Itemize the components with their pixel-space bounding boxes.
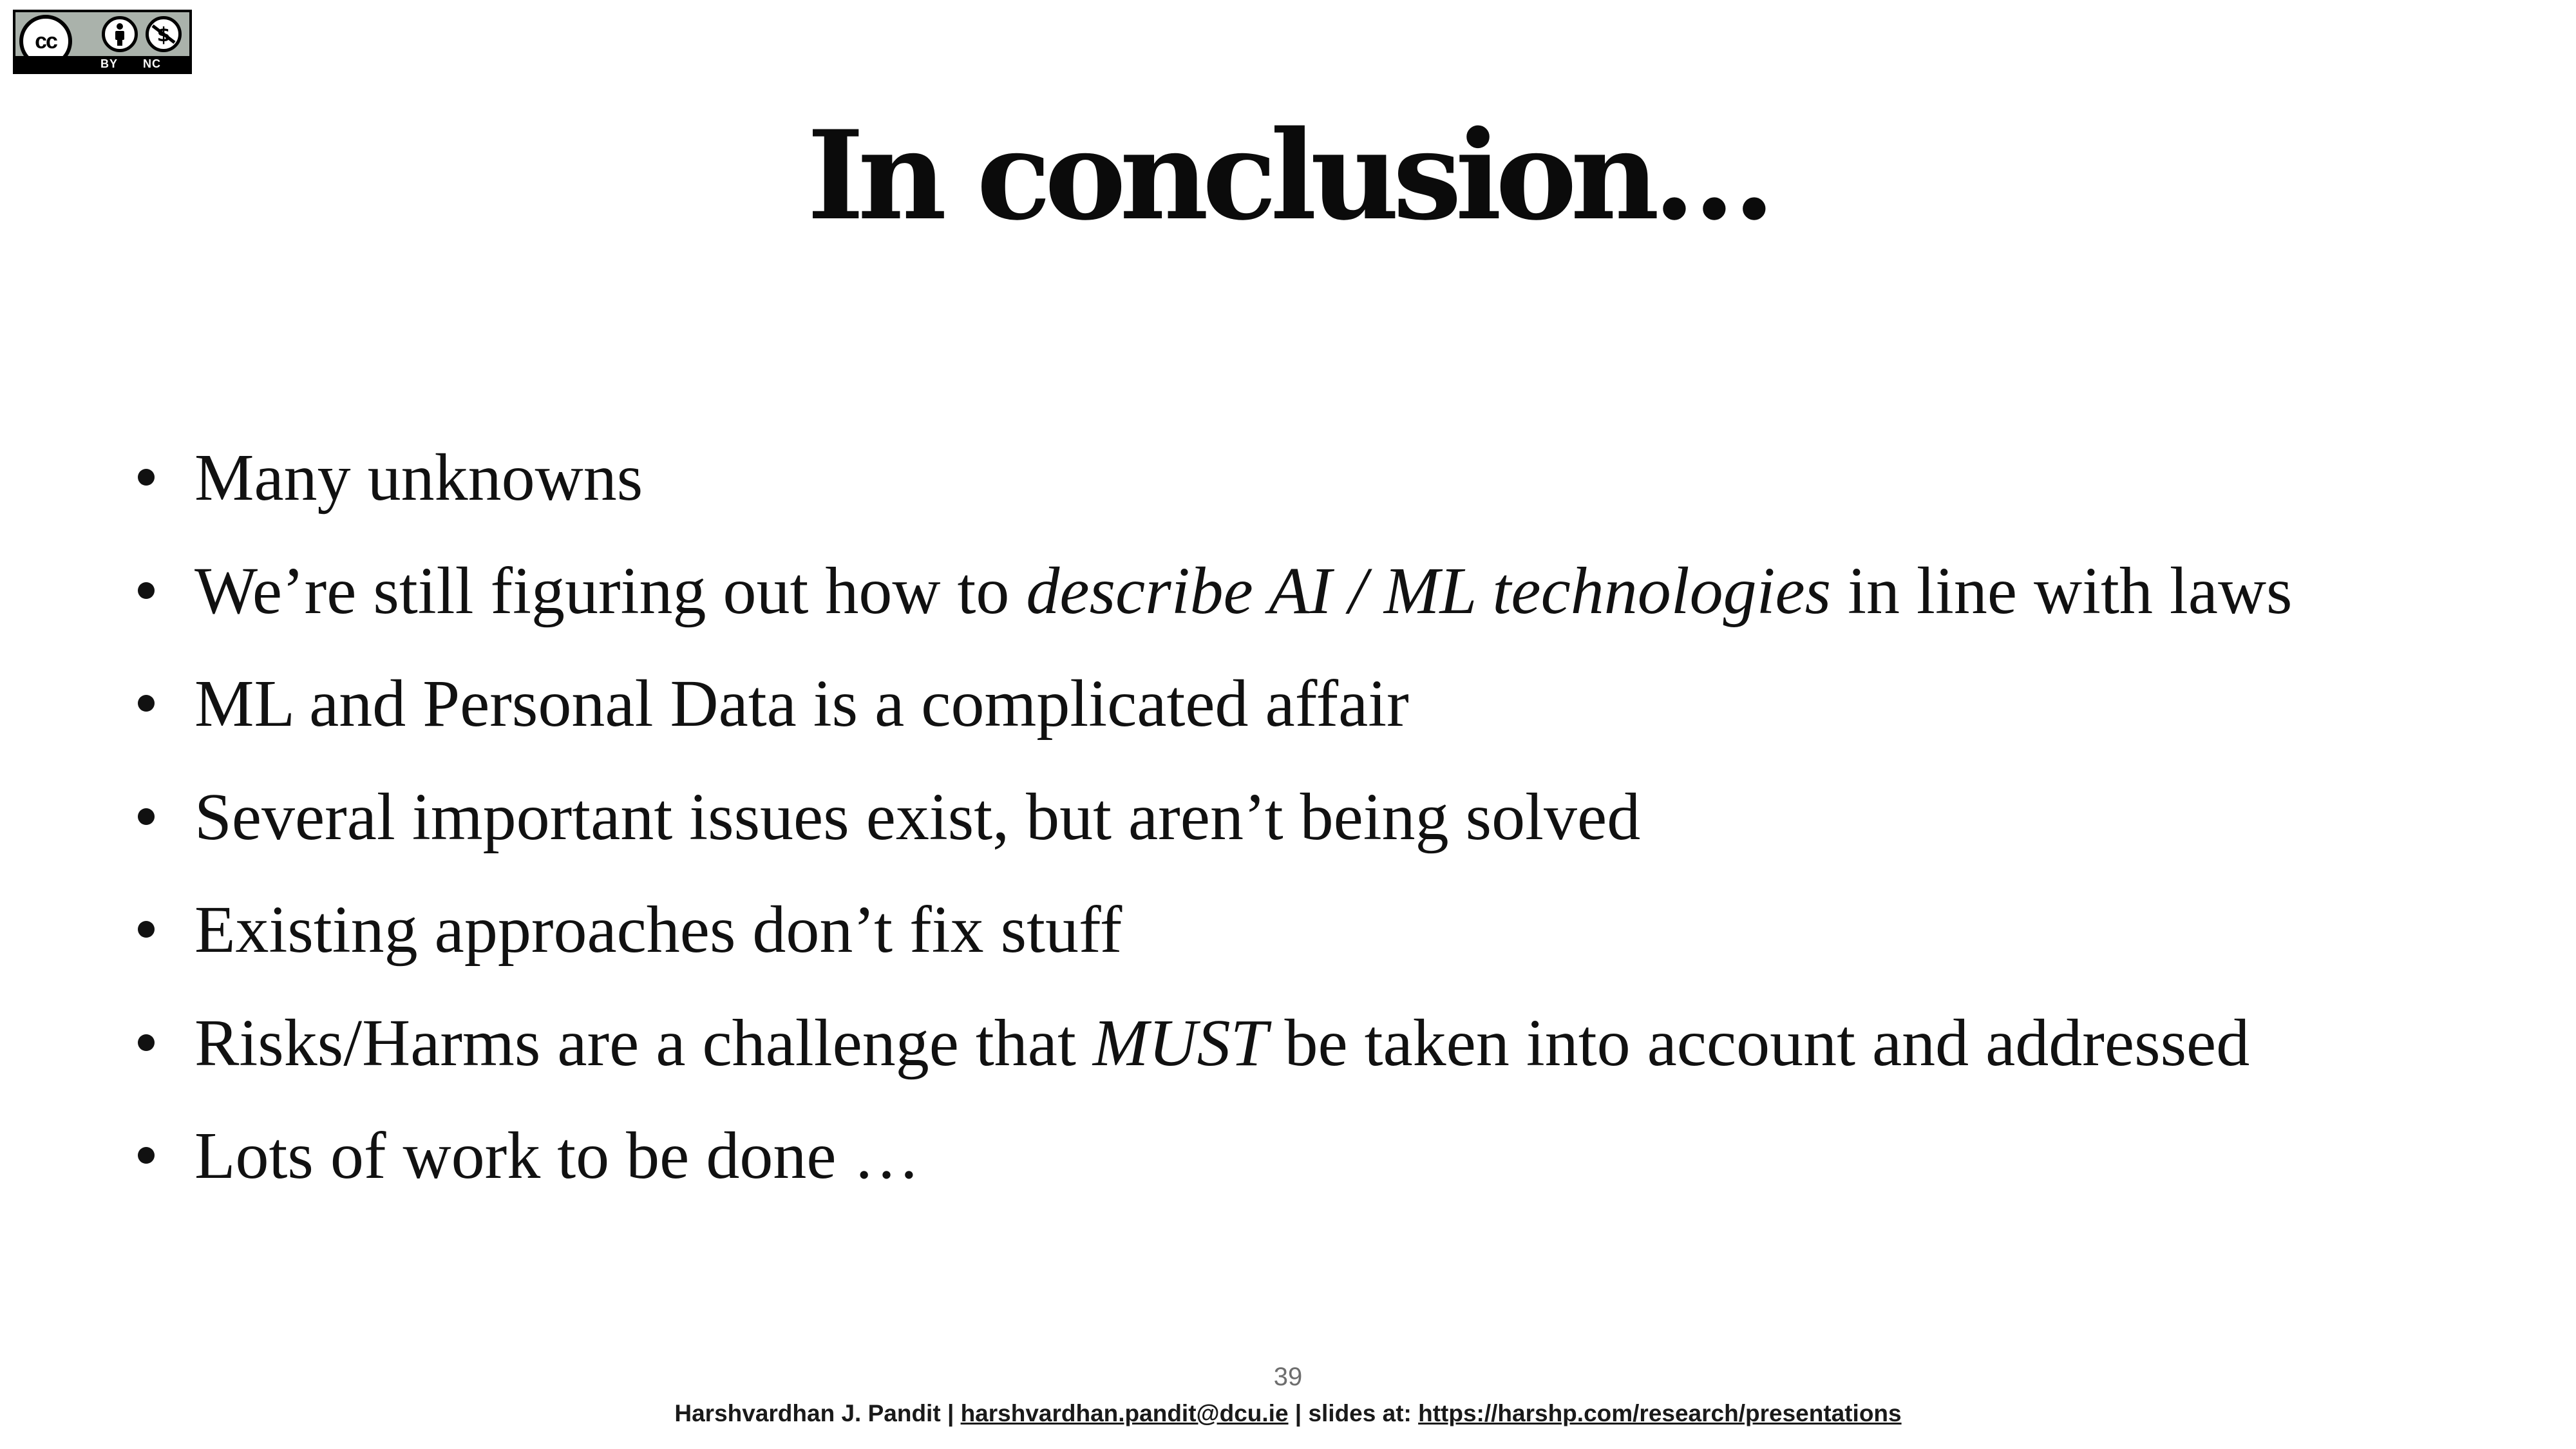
bullet-item: Several important issues exist, but aren… (129, 783, 2293, 897)
badge-label-bar (15, 56, 189, 71)
bullet-text: in line with laws (1831, 553, 2293, 628)
footer-email-link[interactable]: harshvardhan.pandit@dcu.ie (960, 1400, 1289, 1426)
page-number: 39 (1273, 1363, 1303, 1391)
bullet-item: Many unknowns (129, 444, 2293, 558)
footer-separator: | slides at: (1288, 1400, 1419, 1426)
footer-author: Harshvardhan J. Pandit | (674, 1400, 961, 1426)
bullet-item: ML and Personal Data is a complicated af… (129, 670, 2293, 784)
bullet-text: ML and Personal Data is a complicated af… (194, 667, 1409, 741)
cc-icon-text: cc (35, 28, 58, 53)
by-person-icon (102, 16, 138, 52)
bullet-item: Existing approaches don’t fix stuff (129, 896, 2293, 1010)
footer-slides-link[interactable]: https://harshp.com/research/presentation… (1418, 1400, 1902, 1426)
bullet-dot-icon (138, 1147, 155, 1164)
bullet-dot-icon (138, 921, 155, 938)
nc-label: NC (143, 57, 161, 70)
bullet-text: Many unknowns (194, 440, 643, 515)
bullet-item: Risks/Harms are a challenge that MUST be… (129, 1009, 2293, 1123)
bullet-dot-icon (138, 469, 155, 486)
bullet-text: We’re still figuring out how to (194, 553, 1027, 628)
bullet-dot-icon (138, 808, 155, 825)
by-label: BY (100, 57, 118, 70)
bullet-dot-icon (138, 695, 155, 712)
nc-dollar-icon: $ (146, 16, 182, 52)
bullet-text-emphasis: MUST (1092, 1005, 1268, 1080)
cc-by-nc-license-badge: cc $ BY NC (13, 10, 192, 74)
bullet-item: We’re still figuring out how to describe… (129, 557, 2293, 671)
bullet-item: Lots of work to be done … (129, 1122, 2293, 1236)
bullet-dot-icon (138, 582, 155, 599)
bullet-text: Several important issues exist, but aren… (194, 779, 1641, 854)
bullet-text: Lots of work to be done … (194, 1119, 920, 1193)
bullet-text: Existing approaches don’t fix stuff (194, 893, 1122, 967)
bullet-text: Risks/Harms are a challenge that (194, 1005, 1093, 1080)
bullet-text: be taken into account and addressed (1267, 1005, 2250, 1080)
slide-title: In conclusion… (807, 104, 1776, 247)
slide-footer: Harshvardhan J. Pandit | harshvardhan.pa… (0, 1400, 2576, 1427)
bullet-dot-icon (138, 1034, 155, 1051)
bullet-text-emphasis: describe AI / ML technologies (1026, 553, 1832, 628)
